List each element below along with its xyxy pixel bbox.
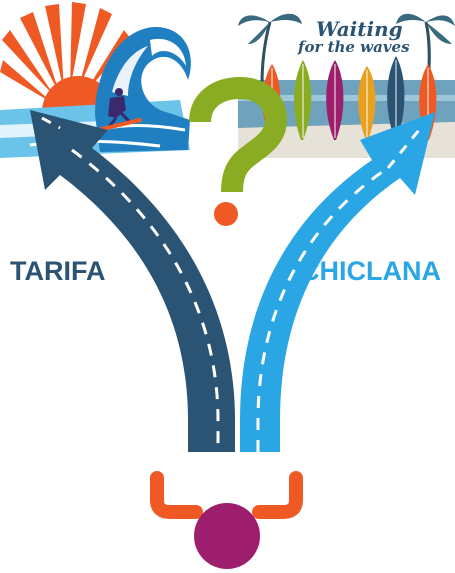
person-at-crossroads-icon: [150, 471, 303, 569]
destination-label-tarifa: TARIFA: [10, 256, 106, 286]
sign-caption-line2: for the waves: [297, 38, 410, 56]
road-to-chiclana: [240, 112, 435, 452]
question-mark-icon: [189, 76, 288, 226]
destination-label-chiclana: CHICLANA: [300, 256, 441, 286]
sign-caption-line1: Waiting: [316, 17, 403, 41]
road-to-tarifa: [30, 110, 235, 452]
